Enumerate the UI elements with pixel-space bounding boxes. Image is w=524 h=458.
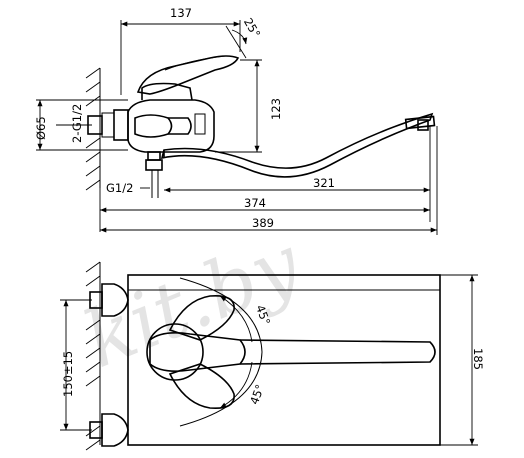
dim-389: 389 [252, 216, 274, 230]
lever-center [149, 332, 246, 372]
spout [160, 112, 434, 178]
dim-thread-g12: G1/2 [106, 181, 133, 195]
mixer-body [127, 99, 215, 153]
dim-123: 123 [269, 98, 283, 120]
dim-thread-2-g12: 2-G1/2 [70, 104, 84, 143]
mixer-body-front [127, 274, 441, 446]
lower-outlet [147, 151, 161, 161]
front-view: 45° 45° 150±15 185 [60, 261, 485, 451]
dim-137: 137 [170, 6, 192, 20]
eccentric-fitting [113, 109, 129, 141]
dim-spacing-150: 150±15 [61, 351, 75, 397]
dim-185: 185 [471, 348, 485, 370]
dim-angle-25: 25° [241, 15, 263, 40]
lever-up-45 [168, 294, 235, 341]
wall-hatching-top [85, 67, 101, 191]
side-view: 137 25° 123 Ø65 2-G1/2 G1/2 321 374 389 [34, 6, 438, 235]
dim-angle-45-top: 45° [253, 303, 273, 327]
lever-down-45 [168, 363, 235, 410]
spout-aerator [404, 115, 436, 130]
lever-handle [136, 55, 240, 95]
dim-diameter-65: Ø65 [34, 116, 48, 140]
dim-374: 374 [244, 196, 266, 210]
dim-angle-45-bottom: 45° [247, 382, 267, 406]
dim-321: 321 [313, 176, 335, 190]
spout-front [239, 339, 436, 365]
